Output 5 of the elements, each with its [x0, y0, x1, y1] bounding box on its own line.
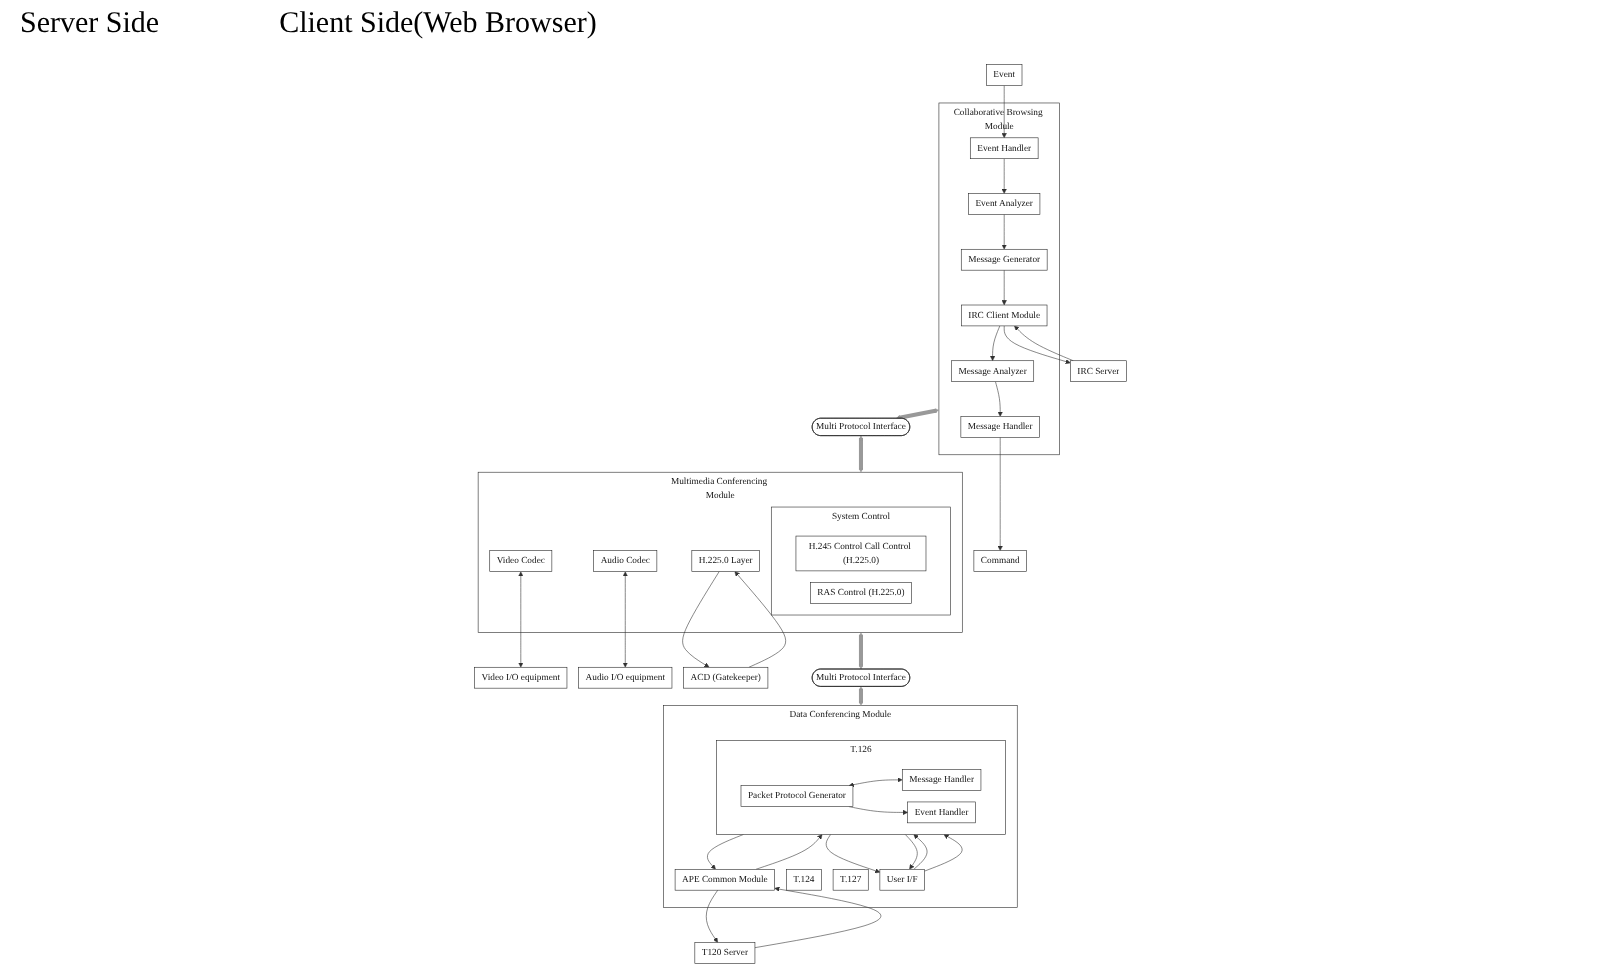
side-label: Server Side [20, 8, 160, 44]
arrow [857, 435, 863, 473]
side-label: Client Side(Web Browser) [279, 8, 597, 44]
arrow [895, 408, 939, 421]
arrow [857, 632, 863, 670]
